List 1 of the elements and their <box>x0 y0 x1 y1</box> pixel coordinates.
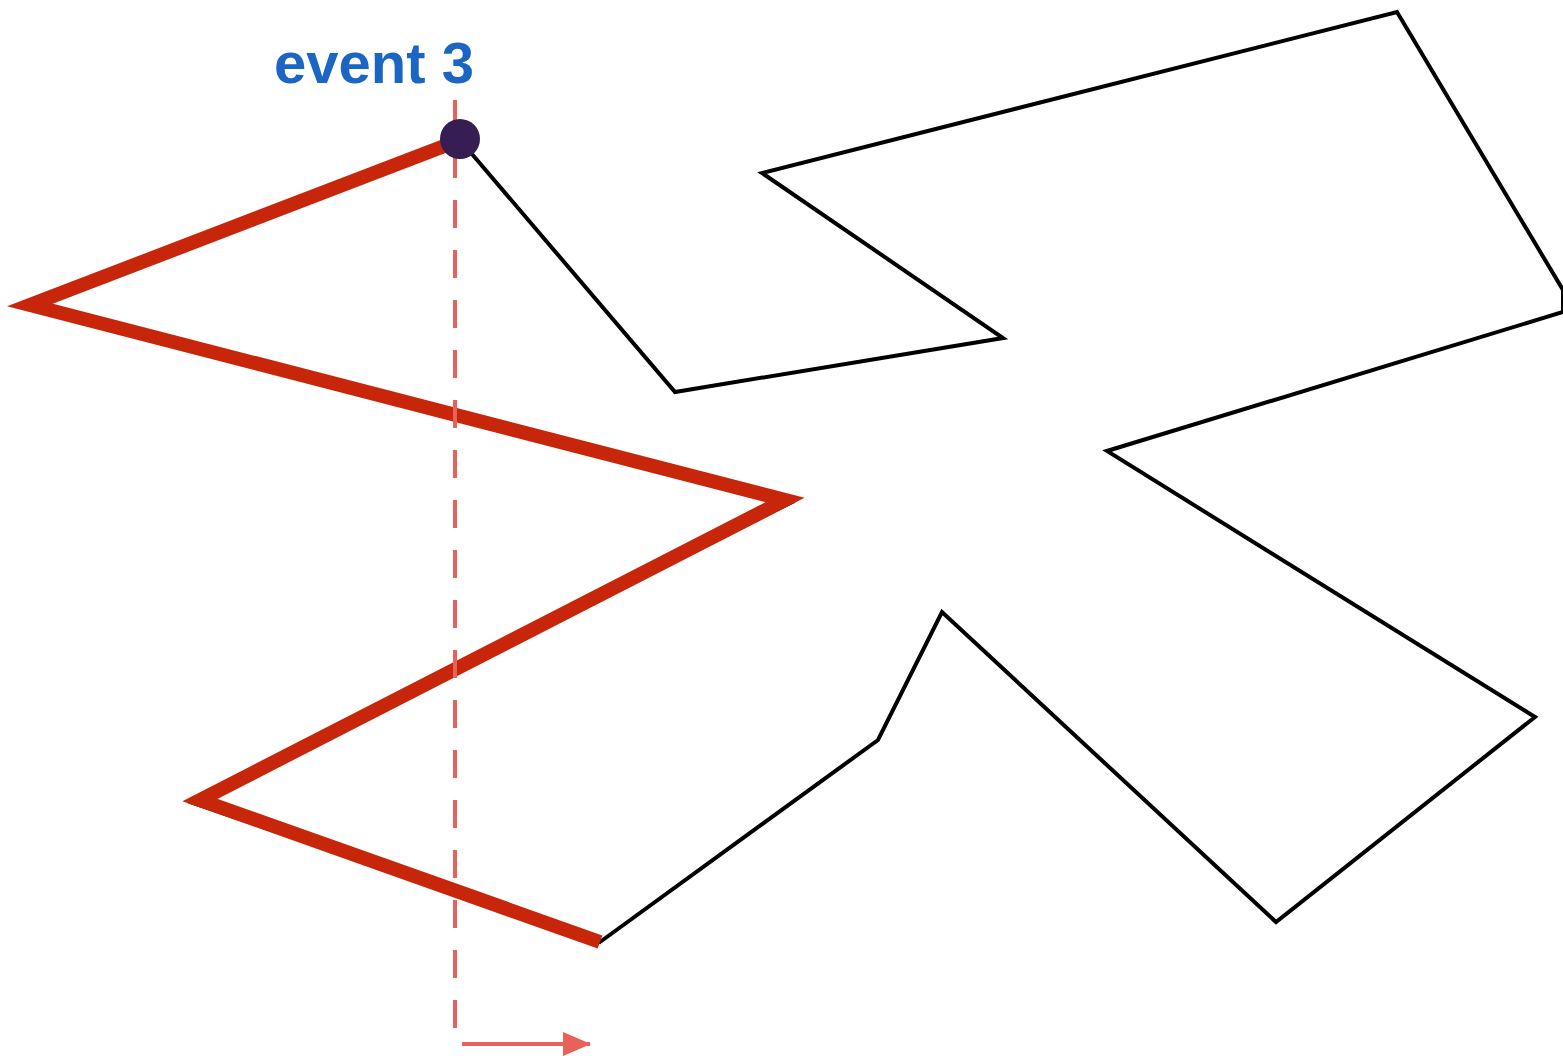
event-label: event 3 <box>274 34 474 92</box>
